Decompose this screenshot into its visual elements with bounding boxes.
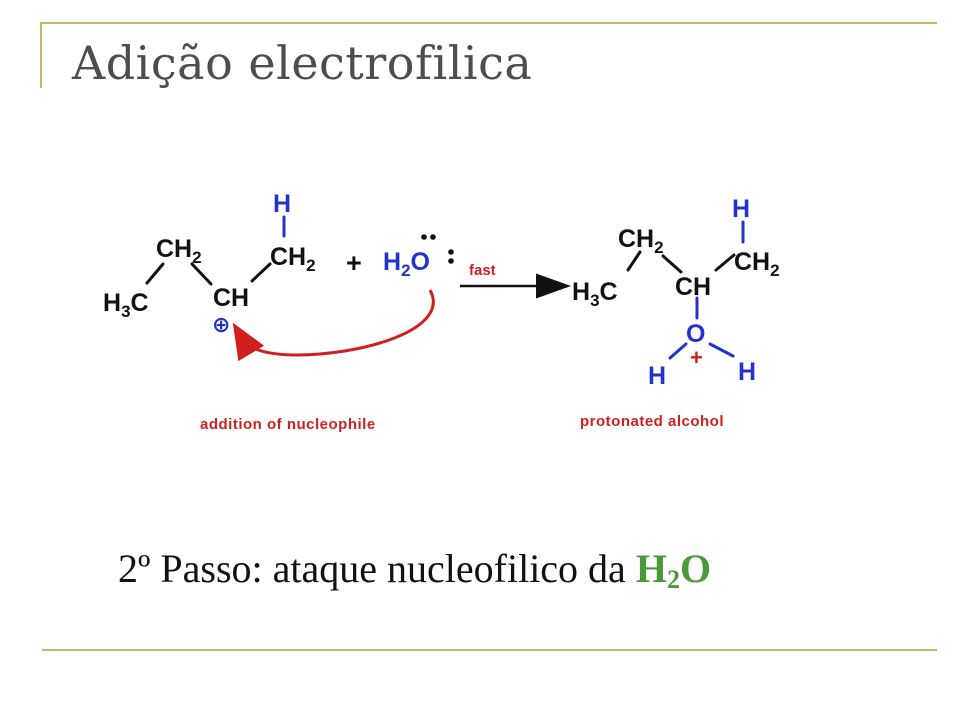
product-ch2-right-label: CH2 [734,248,780,280]
product-h-right-label: H [738,358,756,386]
curved-electron-arrow [232,289,435,362]
reactant-bond-ch-ch2 [250,262,272,283]
product-bond-o-h-left [668,342,688,360]
lone-pair-dot [448,258,454,264]
reactant-ch-label: CH [213,284,249,312]
reactant-ch2-right-label: CH2 [270,243,316,275]
product-h3c-label: H3C [572,278,618,310]
arrow-label-fast: fast [469,262,496,279]
slide-title: Adição electrofilica [72,36,533,90]
plus-sign: + [346,248,362,278]
reactant-h-top-label: H [273,190,291,218]
water-formula: H2O [635,546,712,594]
reactant-bond-ch2-ch [190,262,213,286]
bottom-rule [42,649,937,651]
reactant-ch2-left-label: CH2 [156,235,202,267]
lone-pair-dot [448,249,454,255]
left-rule [40,22,42,88]
product-h-top-label: H [732,195,750,223]
water-label: H2O [383,248,430,280]
step-caption: 2º Passo: ataque nucleofilico da H2O [118,545,711,595]
product-h-left-label: H [648,362,666,390]
lone-pair-dot [421,234,427,240]
caption-addition-of-nucleophile: addition of nucleophile [200,416,376,433]
lone-pair-dot [430,234,436,240]
water-molecule: H2O [383,234,454,280]
reactant-carbocation: H3C CH2 CH CH2 H ⊕ [103,190,316,337]
top-rule [42,22,937,24]
product-ch-label: CH [675,273,711,301]
product-bond-ch-ch2 [714,253,736,272]
reactant-h3c-label: H3C [103,289,149,321]
product-bond-ch2-ch [661,254,683,274]
step-caption-text: 2º Passo: ataque nucleofilico da [118,546,636,591]
product-o-charge: + [690,345,703,370]
product-bond-h3c-ch2 [626,250,642,272]
product-protonated-alcohol: H3C CH2 CH CH2 H O + H H [572,195,780,390]
product-ch2-left-label: CH2 [618,225,664,257]
product-o-label: O [686,320,705,348]
caption-protonated-alcohol: protonated alcohol [580,413,724,430]
reactant-bond-h3c-ch2 [145,262,165,285]
product-bond-o-h-right [708,342,735,358]
positive-charge-icon: ⊕ [212,312,230,337]
